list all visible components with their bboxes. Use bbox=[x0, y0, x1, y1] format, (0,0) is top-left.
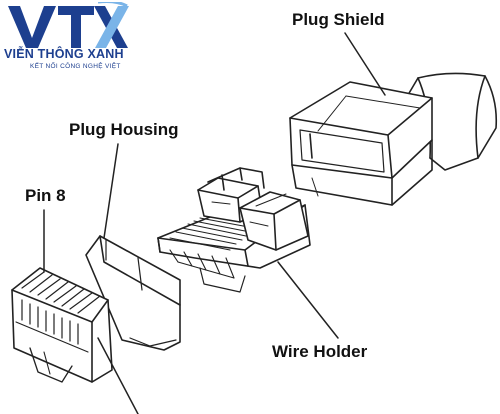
plug-housing bbox=[11, 235, 181, 383]
leader-wire-holder bbox=[277, 261, 339, 339]
brand-tagline: KẾT NỐI CÔNG NGHỆ VIỆT bbox=[30, 63, 121, 70]
brand-name: VIỄN THÔNG XANH bbox=[4, 47, 124, 61]
plug-shield bbox=[289, 72, 498, 206]
label-wire-holder: Wire Holder bbox=[272, 342, 368, 361]
leader-plug-shield bbox=[344, 32, 386, 96]
vtx-logo bbox=[8, 2, 129, 48]
wire-holder bbox=[157, 167, 311, 293]
label-pin-8: Pin 8 bbox=[25, 186, 66, 205]
leader-plug-housing bbox=[103, 143, 119, 239]
leader-lines bbox=[43, 32, 386, 414]
leader-bottom bbox=[97, 337, 139, 414]
label-plug-shield: Plug Shield bbox=[292, 10, 385, 29]
label-plug-housing: Plug Housing bbox=[69, 120, 179, 139]
